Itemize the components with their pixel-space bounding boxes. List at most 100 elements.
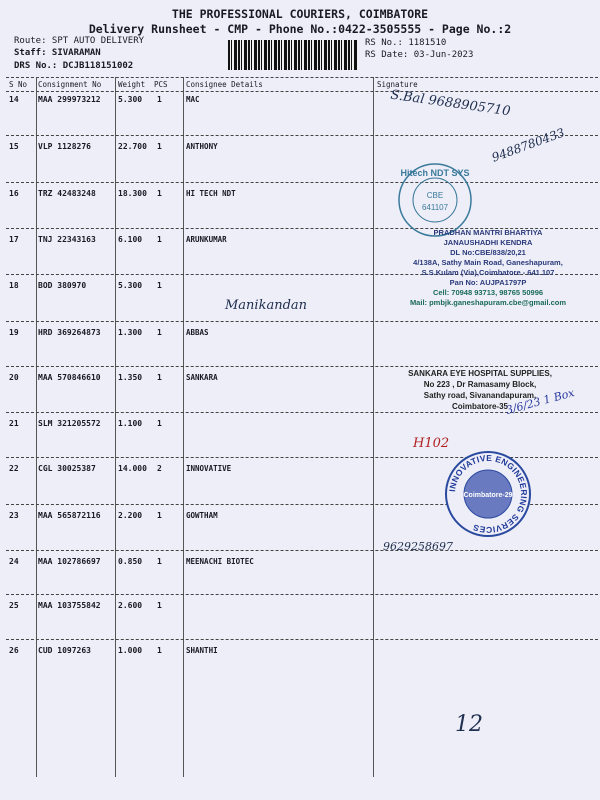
cell-sno: 25: [9, 601, 19, 610]
column-divider: [183, 77, 184, 777]
cell-pcs: 1: [157, 235, 162, 244]
cell-consignee: MEENACHI BIOTEC: [186, 557, 254, 566]
cell-consignment: MAA 565872116: [38, 511, 101, 520]
cell-consignment: SLM 321205572: [38, 419, 101, 428]
stamp-line: S.S.Kulam (Via),Coimbatore - 641 107: [421, 268, 555, 277]
column-header-sno: S No: [9, 80, 28, 89]
cell-weight: 2.200: [118, 511, 143, 520]
cell-weight: 2.600: [118, 601, 143, 610]
hitech-stamp-city: CBE: [427, 191, 443, 200]
cell-weight: 1.100: [118, 419, 143, 428]
row-divider: [6, 412, 598, 413]
staff: Staff: SIVARAMAN: [14, 48, 101, 58]
cell-pcs: 1: [157, 189, 162, 198]
cell-consignment: MAA 103755842: [38, 601, 101, 610]
cell-consignment: CUD 1097263: [38, 646, 91, 655]
row-divider: [6, 228, 598, 229]
column-header-weight: Weight: [118, 80, 146, 89]
cell-sno: 22: [9, 464, 19, 473]
cell-pcs: 1: [157, 328, 162, 337]
handwritten-name: Manikandan: [225, 298, 308, 313]
cell-weight: 0.850: [118, 557, 143, 566]
stamp-line: No 223 , Dr Ramasamy Block,: [423, 380, 537, 389]
cell-consignee: ARUNKUMAR: [186, 235, 227, 244]
cell-pcs: 1: [157, 557, 162, 566]
cell-weight: 18.300: [118, 189, 147, 198]
cell-pcs: 1: [157, 373, 162, 382]
divider: [6, 91, 598, 92]
row-divider: [6, 366, 598, 367]
cell-consignment: TNJ 22343163: [38, 235, 96, 244]
column-divider: [373, 77, 374, 777]
stamp-line: JANAUSHADHI KENDRA: [443, 238, 533, 247]
cell-sno: 24: [9, 557, 19, 566]
company-title: THE PROFESSIONAL COURIERS, COIMBATORE: [171, 7, 429, 21]
cell-weight: 1.350: [118, 373, 143, 382]
cell-weight: 1.000: [118, 646, 143, 655]
cell-consignment: VLP 1128276: [38, 142, 91, 151]
column-header-signature: Signature: [377, 80, 418, 89]
column-header-consignment: Consignment No: [38, 80, 102, 89]
handwritten-page-count: 12: [455, 712, 483, 737]
row-divider: [6, 321, 598, 322]
cell-sno: 21: [9, 419, 19, 428]
cell-weight: 6.100: [118, 235, 143, 244]
hitech-stamp-name: Hitech NDT SYS: [400, 168, 469, 178]
stamp-line: Mail: pmbjk.ganeshapuram.cbe@gmail.com: [409, 298, 567, 307]
cell-sno: 14: [9, 95, 19, 104]
hitech-stamp-pin: 641107: [422, 203, 449, 212]
cell-sno: 19: [9, 328, 19, 337]
hitech-stamp: Hitech NDT SYS CBE 641107: [398, 163, 472, 237]
column-header-pcs: PCS: [154, 80, 168, 89]
cell-pcs: 1: [157, 281, 162, 290]
cell-consignment: TRZ 42483248: [38, 189, 96, 198]
cell-pcs: 1: [157, 646, 162, 655]
handwritten-note: H102: [413, 436, 450, 451]
handwritten-phone: 9488780433: [489, 125, 567, 165]
route: Route: SPT AUTO DELIVERY: [14, 36, 145, 46]
innovative-stamp-center: Coimbatore-29: [463, 492, 512, 499]
cell-consignee: INNOVATIVE: [186, 464, 232, 473]
barcode: [228, 40, 358, 70]
cell-pcs: 1: [157, 511, 162, 520]
cell-weight: 5.300: [118, 95, 143, 104]
cell-sno: 23: [9, 511, 19, 520]
rs-date: RS Date: 03-Jun-2023: [365, 50, 474, 60]
cell-pcs: 1: [157, 95, 162, 104]
cell-sno: 17: [9, 235, 19, 244]
cell-consignment: MAA 102786697: [38, 557, 101, 566]
stamp-line: DL No:CBE/838/20,21: [450, 248, 526, 257]
cell-consignment: BOD 380970: [38, 281, 87, 290]
innovative-stamp: INNOVATIVE ENGINEERING SERVICES Coimbato…: [445, 451, 531, 537]
stamp-line: SANKARA EYE HOSPITAL SUPPLIES,: [408, 369, 552, 378]
cell-pcs: 1: [157, 419, 162, 428]
stamp-line: 4/138A, Sathy Main Road, Ganeshapuram,: [413, 258, 563, 267]
cell-sno: 20: [9, 373, 19, 382]
cell-sno: 26: [9, 646, 19, 655]
handwritten-signature: S.Bal 9688905710: [389, 87, 512, 120]
sankara-stamp: SANKARA EYE HOSPITAL SUPPLIES, No 223 , …: [380, 368, 580, 412]
row-divider: [6, 594, 598, 595]
cell-weight: 5.300: [118, 281, 143, 290]
janaushadhi-stamp: PRADHAN MANTRI BHARTIYA JANAUSHADHI KEND…: [383, 228, 593, 308]
cell-sno: 15: [9, 142, 19, 151]
column-divider: [115, 77, 116, 777]
cell-consignee: GOWTHAM: [186, 511, 218, 520]
cell-consignee: MAC: [186, 95, 200, 104]
cell-consignment: HRD 369264873: [38, 328, 101, 337]
cell-sno: 18: [9, 281, 19, 290]
cell-consignment: MAA 299973212: [38, 95, 101, 104]
cell-sno: 16: [9, 189, 19, 198]
handwritten-phone: 9629258697: [383, 540, 453, 553]
stamp-line: PRADHAN MANTRI BHARTIYA: [433, 228, 543, 237]
divider: [6, 77, 598, 78]
cell-weight: 22.700: [118, 142, 147, 151]
cell-consignee: HI TECH NDT: [186, 189, 236, 198]
stamp-line: Cell: 70948 93713, 98765 50996: [432, 288, 544, 297]
column-divider: [36, 77, 37, 777]
cell-consignee: SANKARA: [186, 373, 218, 382]
row-divider: [6, 550, 598, 551]
row-divider: [6, 639, 598, 640]
cell-consignee: ABBAS: [186, 328, 209, 337]
cell-consignee: SHANTHI: [186, 646, 218, 655]
